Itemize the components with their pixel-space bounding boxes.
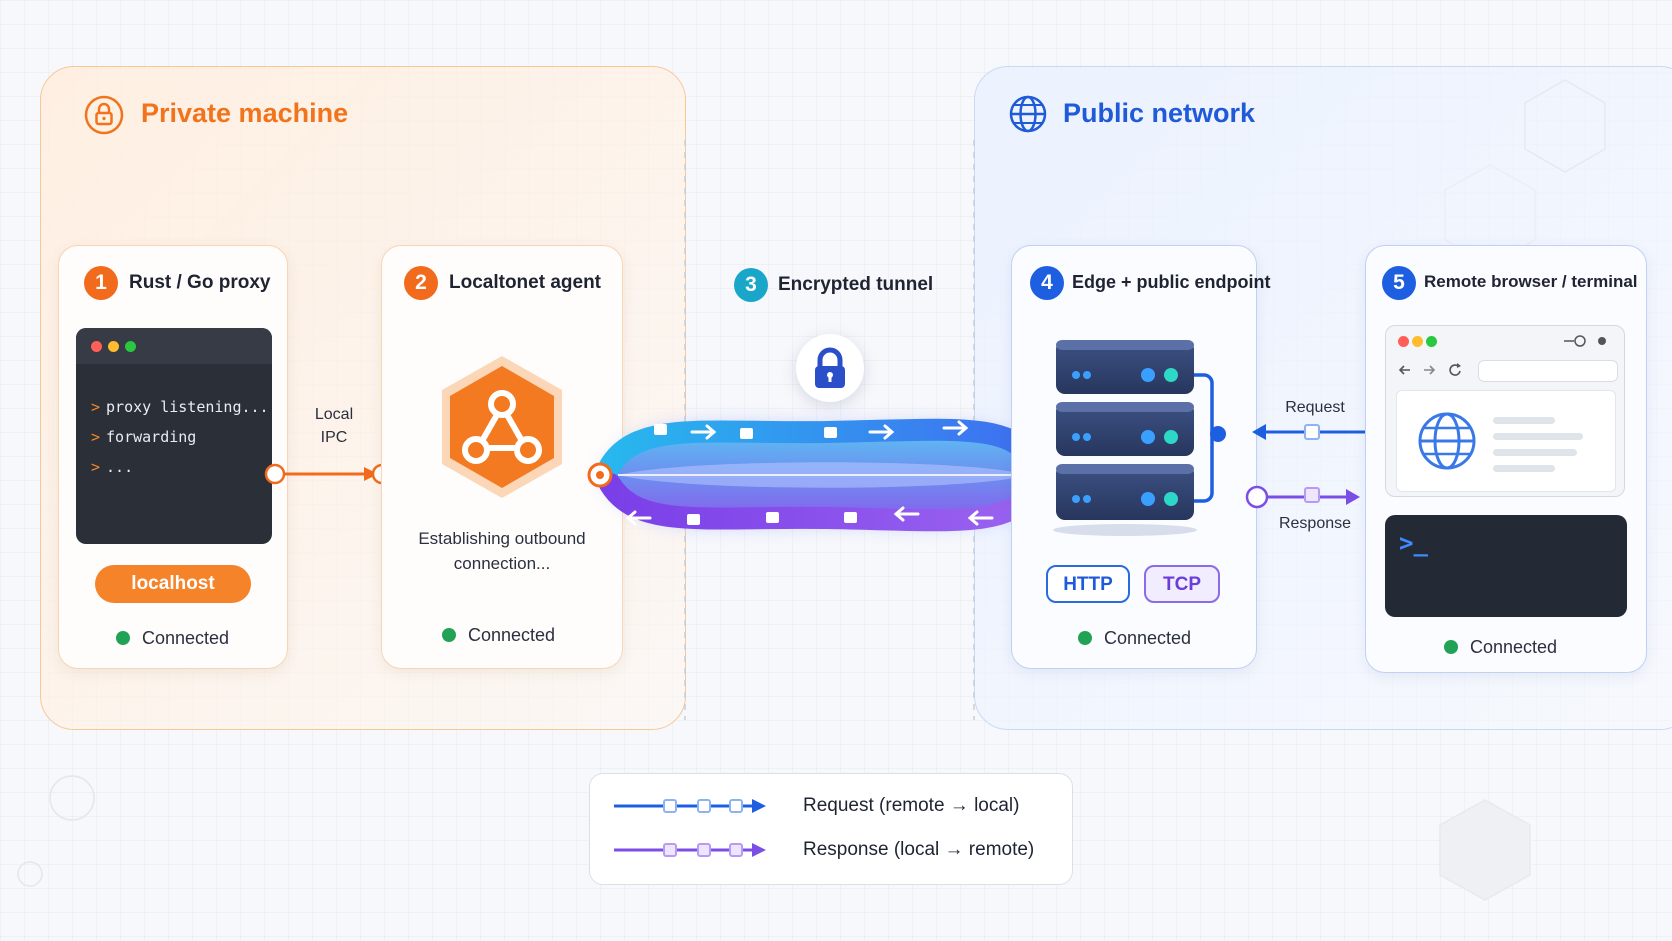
ipc-label-line1: Local	[314, 406, 354, 423]
status-dot	[116, 631, 130, 645]
padlock-icon	[815, 347, 845, 388]
localhost-pill: localhost	[95, 565, 251, 603]
step-2-badge: 2	[404, 266, 438, 300]
remote-status: Connected	[1444, 637, 1557, 658]
legend-response-label: Response (local → remote)	[803, 839, 1035, 860]
lock-icon	[84, 95, 124, 135]
browser-nav-icons	[1398, 363, 1461, 376]
window-controls-icon	[1564, 335, 1606, 347]
text-placeholder-line	[1493, 449, 1577, 456]
local-ipc-arrow	[264, 463, 393, 485]
close-dot	[1398, 336, 1409, 347]
legend-request-label: Request (remote → local)	[803, 795, 1020, 816]
step-4-badge: 4	[1030, 266, 1064, 300]
text-placeholder-line	[1493, 417, 1555, 424]
address-bar	[1478, 360, 1618, 382]
agent-network-icon	[442, 356, 562, 498]
response-label: Response	[1278, 515, 1352, 532]
tunnel-lock-badge	[796, 334, 864, 402]
step-1-badge: 1	[84, 266, 118, 300]
encrypted-tunnel	[587, 418, 1057, 532]
text-placeholder-line	[1493, 433, 1583, 440]
server-rack-icon	[1053, 340, 1226, 536]
tcp-tag: TCP	[1144, 565, 1220, 603]
request-response-arrows	[1245, 424, 1368, 509]
ipc-label-line2: IPC	[320, 429, 348, 446]
terminal-prompt: >_	[1399, 529, 1428, 557]
edge-status: Connected	[1078, 628, 1191, 649]
globe-icon	[1009, 95, 1047, 133]
status-dot	[1078, 631, 1092, 645]
tunnel-title: Encrypted tunnel	[778, 274, 934, 295]
proxy-terminal: >proxy listening... >forwarding >...	[76, 328, 272, 544]
maximize-dot	[125, 341, 136, 352]
request-label: Request	[1285, 399, 1345, 416]
step-3-badge: 3	[734, 268, 768, 302]
maximize-dot	[1426, 336, 1437, 347]
remote-card-title: Remote browser / terminal	[1424, 272, 1638, 291]
status-dot	[1444, 640, 1458, 654]
request-legend-arrow	[614, 799, 766, 813]
response-legend-arrow	[614, 843, 766, 857]
public-zone-title: Public network	[1063, 98, 1256, 128]
http-tag: HTTP	[1046, 565, 1130, 603]
minimize-dot	[1412, 336, 1423, 347]
terminal-line: >forwarding	[91, 428, 197, 446]
close-dot	[91, 341, 102, 352]
proxy-status: Connected	[116, 628, 229, 649]
remote-terminal: >_	[1385, 515, 1627, 617]
legend: Request (remote → local) Response (local…	[589, 773, 1073, 885]
private-zone-title: Private machine	[141, 98, 349, 128]
remote-browser-window	[1385, 325, 1625, 497]
terminal-line: >proxy listening...	[91, 398, 269, 416]
globe-icon	[1418, 412, 1476, 470]
proxy-card-title: Rust / Go proxy	[129, 272, 271, 293]
text-placeholder-line	[1493, 465, 1555, 472]
agent-description: Establishing outbound connection...	[418, 529, 586, 573]
agent-status: Connected	[442, 625, 555, 646]
browser-page	[1396, 390, 1616, 492]
terminal-line: >...	[91, 458, 134, 476]
edge-card-title: Edge + public endpoint	[1072, 272, 1271, 292]
step-5-badge: 5	[1382, 266, 1416, 300]
agent-card-title: Localtonet agent	[449, 272, 602, 293]
minimize-dot	[108, 341, 119, 352]
status-dot	[442, 628, 456, 642]
